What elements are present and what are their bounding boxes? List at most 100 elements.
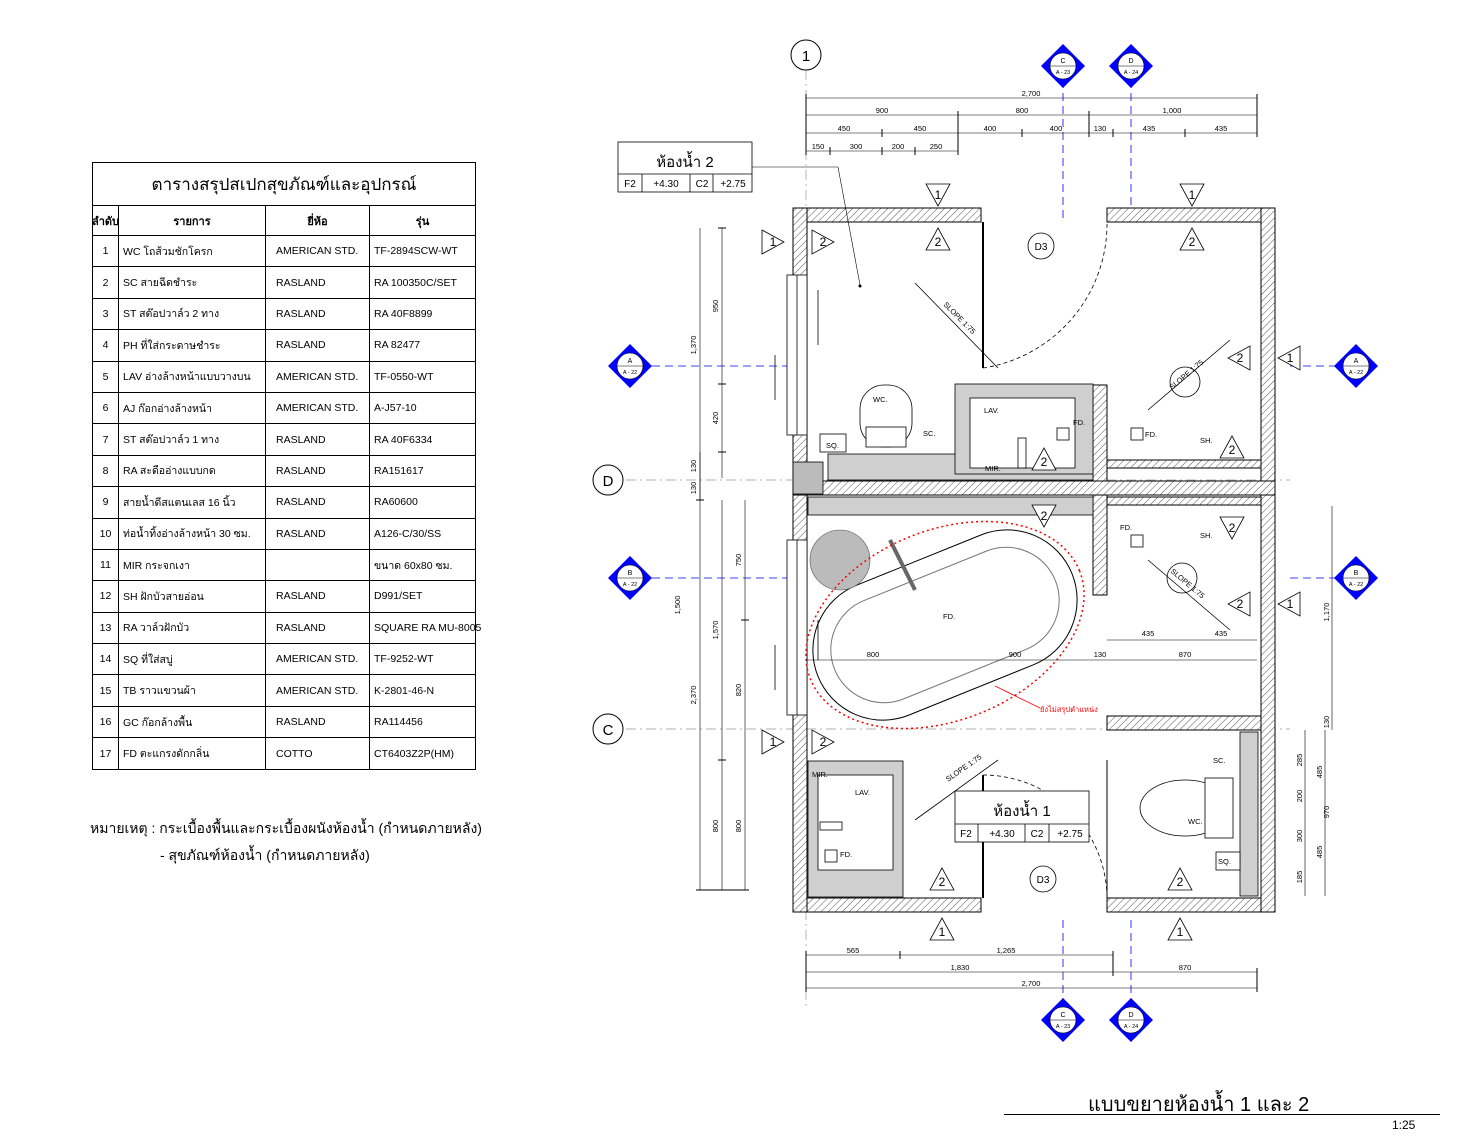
- label-sq-2: SQ.: [826, 441, 839, 450]
- row-number: 16: [93, 706, 119, 738]
- label-sh-3: SH.: [1200, 436, 1213, 445]
- elev-tag-p: 2: [1177, 875, 1184, 889]
- note-line-1: หมายเหตุ : กระเบื้องพื้นและกระเบื้องผนัง…: [90, 820, 482, 836]
- elev-tag-n: 1: [770, 735, 777, 749]
- row-model: RA 40F8899: [374, 307, 433, 320]
- room1-floor-level: +4.30: [989, 829, 1015, 840]
- row-item: ST สต๊อปวาล์ว 1 ทาง: [119, 424, 266, 455]
- label-sh-4: SH.: [1200, 531, 1213, 540]
- section-b-right-id: B: [1354, 570, 1359, 577]
- dimension-texts: 2,700 900 800 1,000 450 450 400 400 130 …: [673, 89, 1331, 988]
- elev-tag-e: 2: [1237, 351, 1244, 365]
- room2-ceiling: C2: [696, 179, 709, 190]
- dim-l950: 950: [711, 300, 720, 313]
- elev-tag-k: 2: [1237, 597, 1244, 611]
- section-marker-c-top: C A - 23: [1041, 44, 1085, 88]
- label-mir-1: MIR.: [812, 770, 828, 779]
- header-no: ลำดับ: [92, 206, 119, 235]
- row-model: A126-C/30/SS: [374, 527, 442, 540]
- dim-l130b: 130: [689, 482, 698, 495]
- dim-l1500: 1,500: [673, 596, 682, 615]
- row-number: 4: [93, 330, 119, 361]
- grid-bubble-c: C: [603, 722, 614, 739]
- room2-floor: F2: [624, 179, 636, 190]
- row-number: 3: [93, 298, 119, 330]
- row-number: 5: [93, 361, 119, 392]
- row-brand: RASLAND: [266, 330, 370, 361]
- elev-tag-t1: 1: [935, 188, 942, 202]
- row-model: A-J57-10: [374, 402, 417, 415]
- room2-name: ห้องน้ำ 2: [656, 151, 713, 171]
- row-model: RA60600: [374, 496, 418, 509]
- left-openings: [786, 274, 808, 716]
- section-c-top-ref: A - 23: [1056, 70, 1070, 76]
- row-model: ขนาด 60x80 ซม.: [374, 559, 453, 572]
- row-brand: RASLAND: [266, 298, 370, 330]
- row-item: WC โถส้วมชักโครก: [119, 236, 266, 267]
- dim-r185: 185: [1295, 871, 1304, 884]
- row-number: 13: [93, 612, 119, 644]
- label-sc-2: SC.: [923, 429, 936, 438]
- row-item: AJ ก๊อกอ่างล้างหน้า: [119, 392, 266, 424]
- dim-r485b: 485: [1315, 846, 1324, 859]
- row-brand: AMERICAN STD.: [266, 361, 370, 392]
- section-marker-a-left: A A - 22: [608, 344, 652, 388]
- revision-cloud: [805, 520, 1085, 730]
- room-title-1: ห้องน้ำ 1 F2 +4.30 C2 +2.75: [954, 790, 1090, 843]
- row-item: SQ ที่ใส่สบู่: [119, 644, 266, 675]
- dim-l420: 420: [711, 412, 720, 425]
- schedule-header-row: ลำดับ รายการ ยี่ห้อ รุ่น: [92, 206, 475, 236]
- row-model: RA151617: [374, 464, 424, 477]
- dim-t200: 200: [892, 142, 905, 151]
- note-line-2: - สุขภัณฑ์ห้องน้ำ (กำหนดภายหลัง): [160, 847, 370, 863]
- row-number: 7: [93, 424, 119, 455]
- row-model: D991/SET: [374, 590, 423, 603]
- schedule-title: ตารางสรุปสเปกสุขภัณฑ์และอุปกรณ์: [93, 163, 475, 206]
- slope-arrows: [774, 282, 1231, 821]
- row-brand: COTTO: [266, 738, 370, 770]
- row-item: TB ราวแขวนผ้า: [119, 675, 266, 706]
- row-item: สายน้ำดีสแตนเลส 16 นิ้ว: [119, 487, 266, 518]
- row-item: GC ก๊อกล้างพื้น: [119, 706, 266, 738]
- elev-tag-r: 1: [1177, 925, 1184, 939]
- row-number: 10: [93, 518, 119, 549]
- row-brand: RASLAND: [266, 518, 370, 549]
- header-brand: ยี่ห้อ: [266, 206, 370, 235]
- column: [792, 461, 824, 495]
- cloud-note: ยังไม่สรุปตำแหน่ง: [1040, 705, 1098, 714]
- room1-floor: F2: [960, 829, 972, 840]
- dim-b565: 565: [847, 946, 860, 955]
- dim-l800b: 800: [734, 820, 743, 833]
- section-marker-d-top: D A - 24: [1109, 44, 1153, 88]
- row-brand: [266, 549, 370, 581]
- dim-r285: 285: [1295, 754, 1304, 767]
- label-fd-2: FD.: [1073, 418, 1085, 427]
- section-a-left-ref: A - 22: [623, 370, 637, 376]
- section-a-right-ref: A - 22: [1349, 370, 1363, 376]
- row-brand: RASLAND: [266, 581, 370, 612]
- dim-top-total: 2,700: [1022, 89, 1041, 98]
- grid-bubble-1: 1: [802, 48, 810, 65]
- door-tag-2: D3: [1035, 242, 1048, 253]
- drawing-title: แบบขยายห้องน้ำ 1 และ 2: [1088, 1094, 1310, 1116]
- row-model: TF-9252-WT: [374, 653, 434, 666]
- slope-label-4: SLOPE 1:75: [944, 752, 983, 783]
- row-number: 12: [93, 581, 119, 612]
- dim-t130: 130: [1094, 124, 1107, 133]
- cloud-leader: [994, 685, 1041, 709]
- label-sc-1: SC.: [1213, 756, 1226, 765]
- row-brand: AMERICAN STD.: [266, 675, 370, 706]
